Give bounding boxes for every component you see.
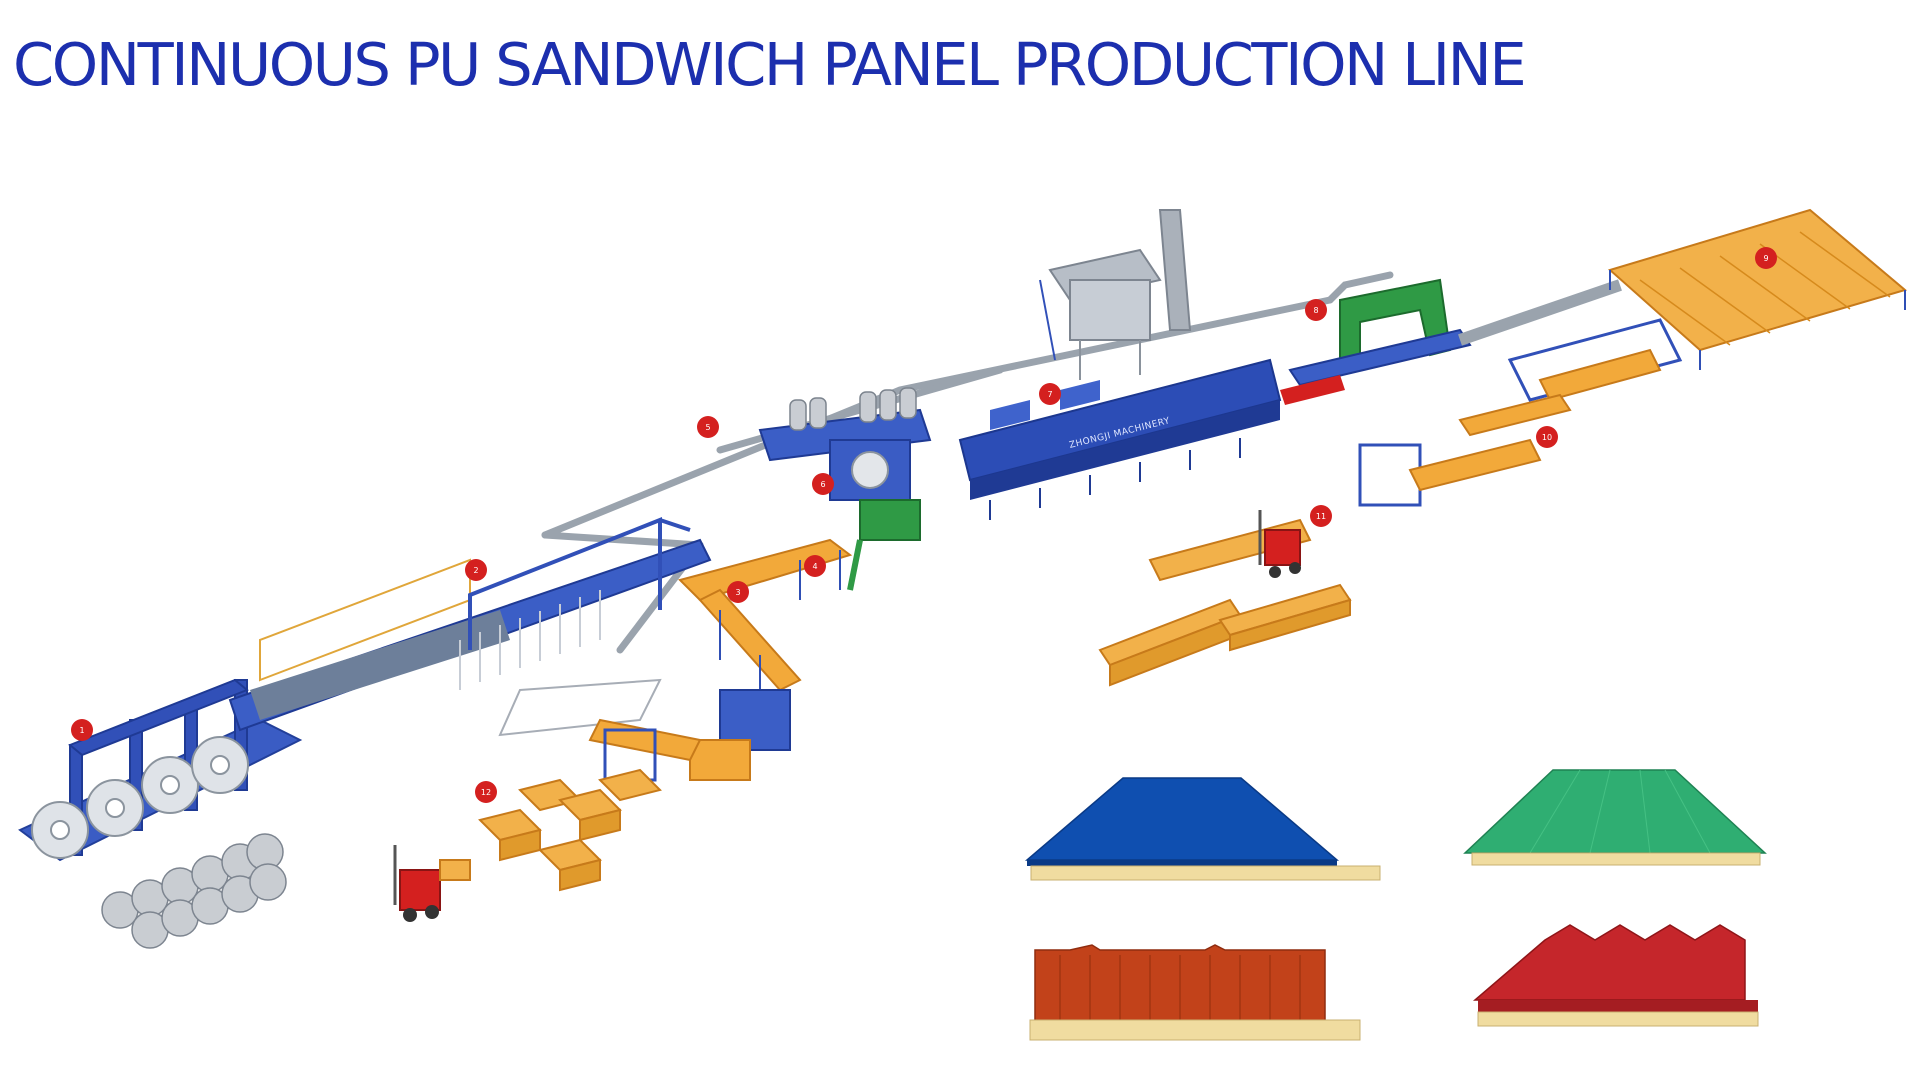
double-belt-laminator: ZHONGJI MACHINERY: [958, 358, 1282, 520]
svg-text:5: 5: [705, 423, 710, 432]
stacking-table: [1607, 208, 1908, 370]
dust-collector: [1039, 209, 1192, 380]
station-badge: 12: [475, 781, 497, 803]
steel-coil-stock: [101, 833, 287, 949]
forklift-left: [393, 845, 471, 922]
svg-text:10: 10: [1542, 433, 1552, 442]
forklift-center: [1258, 510, 1301, 578]
station-badge: 7: [1039, 383, 1061, 405]
panel-sample-blue-flat: [1024, 777, 1381, 881]
svg-text:4: 4: [812, 562, 817, 571]
panel-sample-red-corrugated: [1029, 944, 1361, 1041]
finished-panel-stacks: [1098, 583, 1352, 687]
svg-text:11: 11: [1316, 512, 1326, 521]
svg-text:9: 9: [1763, 254, 1768, 263]
packed-product-area: [478, 768, 662, 892]
station-badge: 2: [465, 559, 487, 581]
station-badge: 6: [812, 473, 834, 495]
panel-stacker: [1458, 318, 1683, 437]
svg-text:3: 3: [735, 588, 740, 597]
svg-text:8: 8: [1313, 306, 1318, 315]
station-badge: 10: [1536, 426, 1558, 448]
station-badges: 1 2 3 4 5 6 7 8: [71, 247, 1777, 803]
band-saw-cutting-unit: [1280, 278, 1472, 405]
station-badge: 1: [71, 719, 93, 741]
decoiler-section: [18, 678, 303, 949]
station-badge: 9: [1755, 247, 1777, 269]
station-badge: 4: [804, 555, 826, 577]
station-badge: 11: [1310, 505, 1332, 527]
panel-sample-red-trapezoidal: [1472, 924, 1759, 1027]
station-badge: 8: [1305, 299, 1327, 321]
conveyor-section: [588, 538, 853, 782]
svg-text:7: 7: [1047, 390, 1052, 399]
foaming-station: [758, 387, 932, 591]
page-title: CONTINUOUS PU SANDWICH PANEL PRODUCTION …: [13, 30, 1527, 99]
roll-forming-section: [228, 517, 712, 737]
station-badge: 5: [697, 416, 719, 438]
svg-text:1: 1: [79, 726, 84, 735]
panel-sample-green-flat: [1463, 769, 1767, 866]
wrapping-machine: [1148, 438, 1542, 582]
svg-text:6: 6: [820, 480, 825, 489]
station-badge: 3: [727, 581, 749, 603]
svg-text:12: 12: [481, 788, 491, 797]
svg-text:2: 2: [473, 566, 478, 575]
